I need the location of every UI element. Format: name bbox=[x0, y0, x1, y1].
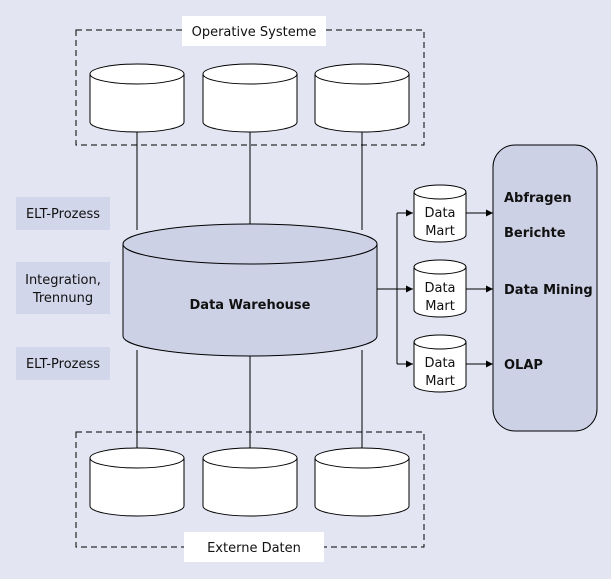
external-cylinder bbox=[202, 447, 298, 517]
data-mart-label-line2: Mart bbox=[425, 374, 455, 389]
data-mart-label-line1: Data bbox=[424, 281, 455, 296]
elt-process-upper-label: ELT-Prozess bbox=[26, 207, 100, 222]
operative-systems-label: Operative Systeme bbox=[192, 25, 317, 40]
source-cylinder bbox=[89, 63, 185, 133]
data-warehouse-label: Data Warehouse bbox=[190, 298, 311, 313]
integration-label-line2: Trennung bbox=[32, 291, 93, 306]
operative-systems-label-bg bbox=[182, 16, 326, 46]
elt-process-lower-box bbox=[16, 347, 110, 380]
mart-connectors bbox=[377, 209, 413, 368]
data-mart-cylinder bbox=[413, 259, 467, 318]
output-queries-label: Abfragen bbox=[504, 191, 572, 206]
data-mart-cylinder bbox=[413, 184, 467, 243]
source-cylinder bbox=[314, 63, 410, 133]
data-mart-label-line1: Data bbox=[424, 206, 455, 221]
data-mart-label-line2: Mart bbox=[425, 224, 455, 239]
elt-process-lower-label: ELT-Prozess bbox=[26, 357, 100, 372]
data-mart-label-line2: Mart bbox=[425, 299, 455, 314]
output-arrows bbox=[466, 209, 493, 368]
external-data-label-bg bbox=[184, 532, 324, 562]
data-mart-label-line1: Data bbox=[424, 356, 455, 371]
integration-label-line1: Integration, bbox=[25, 273, 101, 288]
integration-box bbox=[16, 262, 110, 314]
data-mart-cylinder bbox=[413, 334, 467, 393]
outputs-panel bbox=[492, 144, 598, 432]
elt-process-upper-box bbox=[16, 197, 110, 230]
source-cylinder bbox=[202, 63, 298, 133]
external-cylinder bbox=[89, 447, 185, 517]
data-warehouse-cylinder bbox=[122, 223, 378, 357]
output-reports-label: Berichte bbox=[504, 226, 566, 241]
connector-lines bbox=[136, 128, 363, 455]
output-data-mining-label: Data Mining bbox=[504, 283, 593, 298]
external-data-label: Externe Daten bbox=[207, 541, 301, 556]
external-cylinder bbox=[314, 447, 410, 517]
output-olap-label: OLAP bbox=[504, 358, 543, 373]
